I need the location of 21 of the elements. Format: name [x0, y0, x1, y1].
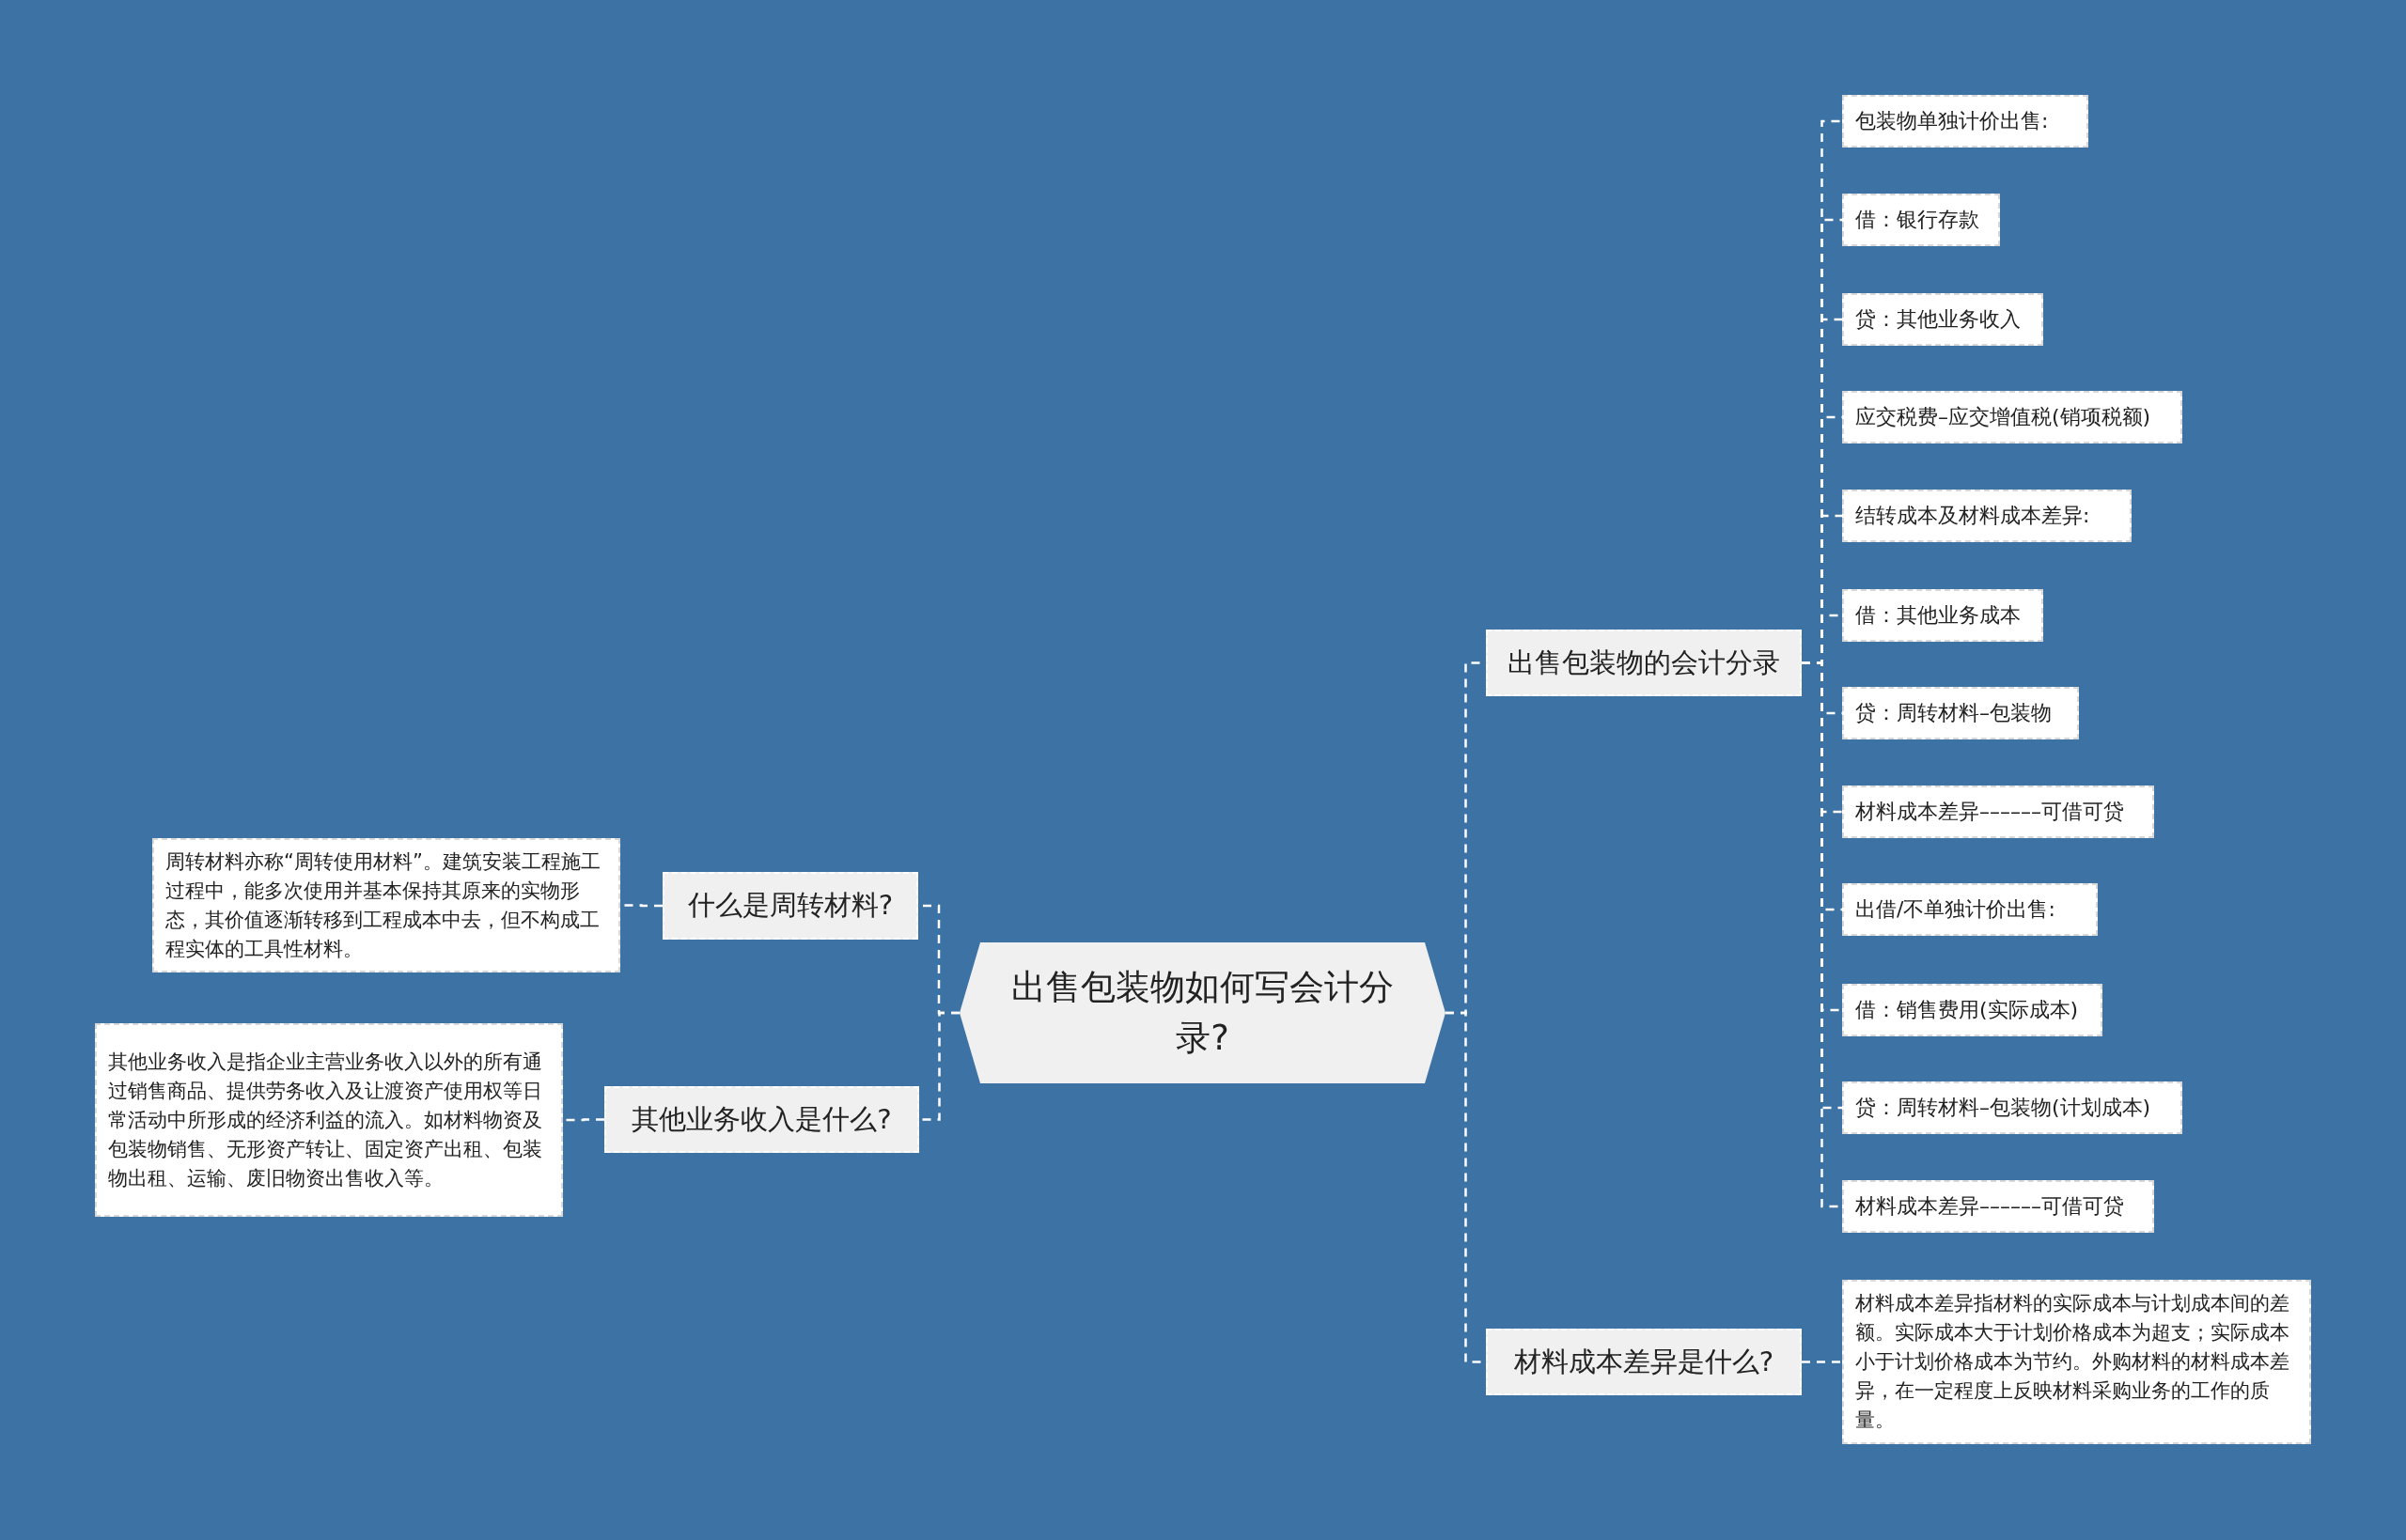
- entry-box: 出借/不单独计价出售:: [1842, 883, 2098, 936]
- topic-box: 出售包装物的会计分录: [1486, 630, 1802, 696]
- entry-box: 贷：周转材料–包装物(计划成本): [1842, 1081, 2182, 1134]
- description-box: 材料成本差异指材料的实际成本与计划成本间的差额。实际成本大于计划价格成本为超支；实际成本小于计划价格成本为节约。外购材料的材料成本差异，在一定程度上反映材料采购业务的工作的质量。: [1842, 1280, 2311, 1444]
- root-topic: 出售包装物如何写会计分录?: [960, 942, 1445, 1083]
- entry-box: 借：销售费用(实际成本): [1842, 984, 2102, 1036]
- entry-box: 应交税费–应交增值税(销项税额): [1842, 391, 2182, 443]
- description-box: 周转材料亦称“周转使用材料”。建筑安装工程施工过程中，能多次使用并基本保持其原来的实物形态，其价值逐渐转移到工程成本中去，但不构成工程实体的工具性材料。: [152, 838, 620, 972]
- description-box: 其他业务收入是指企业主营业务收入以外的所有通过销售商品、提供劳务收入及让渡资产使用权等日常活动中所形成的经济利益的流入。如材料物资及包装物销售、无形资产转让、固定资产出租、包装物出租、运输、废旧物资出售收入等。: [95, 1023, 563, 1217]
- entry-box: 借：银行存款: [1842, 194, 2000, 246]
- entry-box: 材料成本差异––––––可借可贷: [1842, 786, 2154, 838]
- entry-box: 材料成本差异––––––可借可贷: [1842, 1180, 2154, 1233]
- connector-line: [1802, 1361, 1842, 1363]
- topic-box: 什么是周转材料?: [663, 872, 918, 940]
- entry-box: 借：其他业务成本: [1842, 589, 2043, 642]
- entry-box: 贷：其他业务收入: [1842, 293, 2043, 346]
- topic-box: 其他业务收入是什么?: [604, 1086, 919, 1153]
- topic-box: 材料成本差异是什么?: [1486, 1329, 1802, 1395]
- entry-box: 包装物单独计价出售:: [1842, 95, 2088, 148]
- entry-box: 结转成本及材料成本差异:: [1842, 490, 2132, 542]
- entry-box: 贷：周转材料–包装物: [1842, 687, 2079, 739]
